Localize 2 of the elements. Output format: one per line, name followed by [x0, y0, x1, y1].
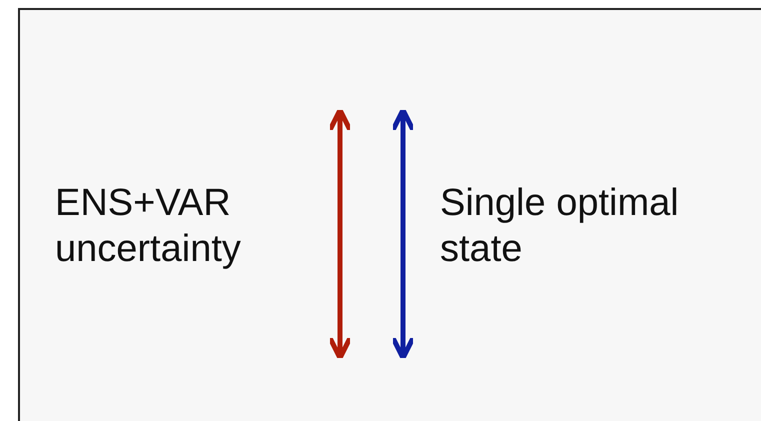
text-label: Single optimal state [440, 181, 680, 272]
text-label: ENS+VAR uncertainty [55, 181, 242, 272]
